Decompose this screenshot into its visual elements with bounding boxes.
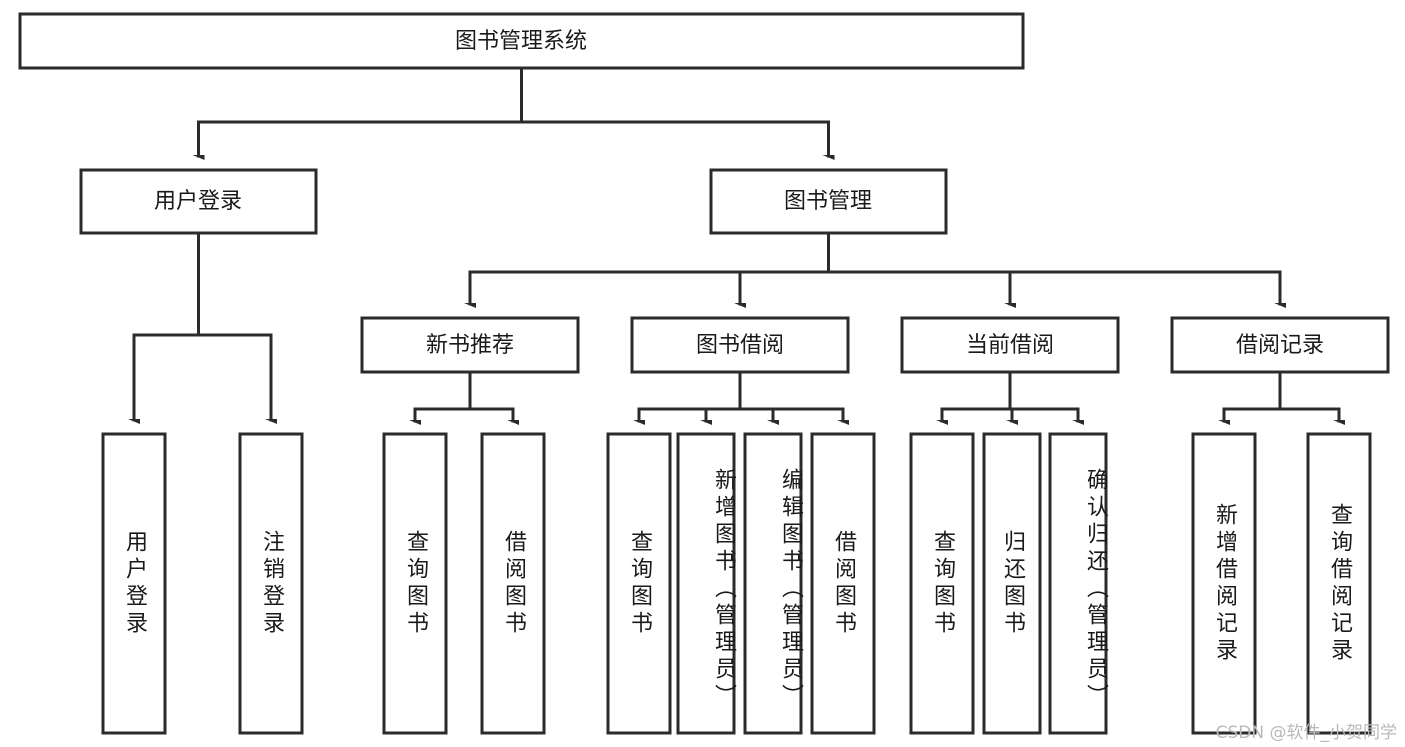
node-box-leaf-bb-borrow[interactable] xyxy=(810,432,876,735)
label-borrow-record: 借阅记录 xyxy=(1236,333,1324,358)
connector-group-new-book-rec xyxy=(415,370,513,421)
label-user-login: 用户登录 xyxy=(154,189,242,214)
node-box-root[interactable] xyxy=(18,12,1025,70)
connector-group-root xyxy=(199,66,829,156)
node-boxes xyxy=(18,12,1390,735)
node-box-leaf-br-query[interactable] xyxy=(1306,432,1372,735)
node-box-leaf-user-logout[interactable] xyxy=(238,432,304,735)
node-box-leaf-nb-query[interactable] xyxy=(382,432,448,735)
node-box-leaf-cb-query[interactable] xyxy=(909,432,975,735)
node-box-leaf-br-add[interactable] xyxy=(1191,432,1257,735)
label-current-borrow: 当前借阅 xyxy=(966,333,1054,358)
node-box-leaf-cb-confirm[interactable] xyxy=(1048,432,1108,735)
node-box-leaf-bb-edit[interactable] xyxy=(743,432,803,735)
node-box-leaf-cb-return[interactable] xyxy=(982,432,1042,735)
watermark-text: CSDN @软件_小贺同学 xyxy=(1215,723,1397,743)
label-book-manage: 图书管理 xyxy=(784,189,872,214)
connector-group-book-manage xyxy=(470,231,1280,304)
connector-group-borrow-record xyxy=(1224,370,1339,421)
node-box-book-borrow[interactable] xyxy=(630,316,850,374)
node-box-current-borrow[interactable] xyxy=(900,316,1120,374)
connector-group-user-login xyxy=(134,231,271,420)
connector-group-current-borrow xyxy=(942,370,1078,421)
label-new-book-rec: 新书推荐 xyxy=(426,333,514,358)
node-box-borrow-record[interactable] xyxy=(1170,316,1390,374)
node-box-leaf-bb-add[interactable] xyxy=(676,432,736,735)
connector-group-book-borrow xyxy=(639,370,843,421)
node-box-leaf-nb-borrow[interactable] xyxy=(480,432,546,735)
node-box-leaf-user-login[interactable] xyxy=(101,432,167,735)
node-box-book-manage[interactable] xyxy=(709,168,948,235)
node-labels-horizontal: 图书管理系统 用户登录 图书管理 新书推荐 图书借阅 当前借阅 借阅记录 xyxy=(154,29,1324,358)
node-box-user-login[interactable] xyxy=(79,168,318,235)
node-box-leaf-bb-query[interactable] xyxy=(606,432,672,735)
label-book-borrow: 图书借阅 xyxy=(696,333,784,358)
node-box-new-book-rec[interactable] xyxy=(360,316,580,374)
label-root: 图书管理系统 xyxy=(455,29,587,54)
